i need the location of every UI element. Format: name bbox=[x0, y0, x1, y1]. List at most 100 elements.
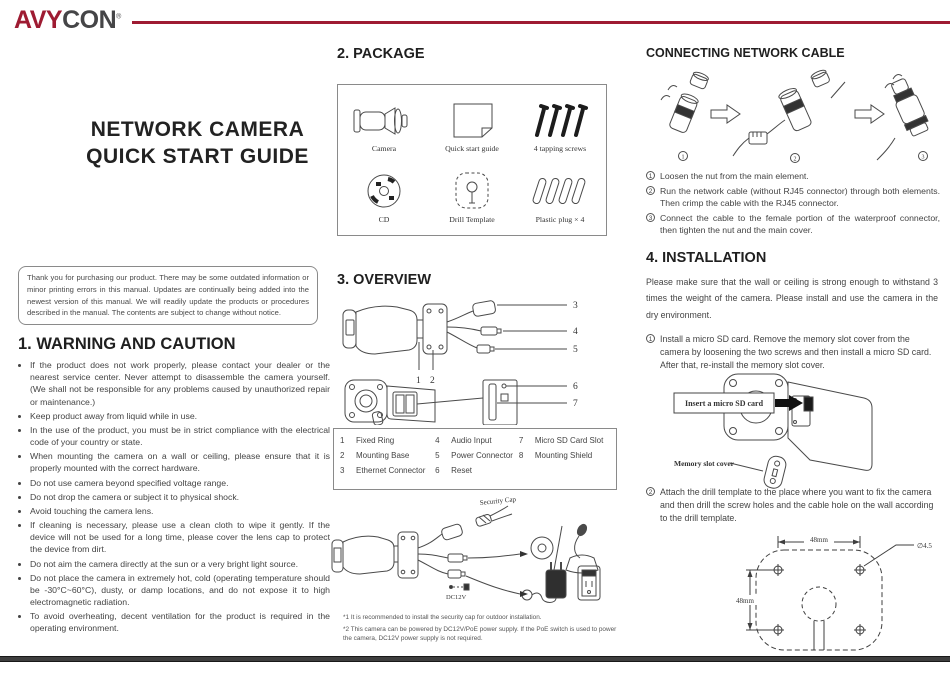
overview-callout-7: 7 bbox=[573, 399, 578, 409]
warning-item: When mounting the camera on a wall or ce… bbox=[30, 450, 330, 474]
step-number: 2 bbox=[646, 487, 655, 496]
brand-rule bbox=[132, 21, 950, 24]
part-num: 7 bbox=[518, 436, 524, 445]
part-num: 3 bbox=[340, 466, 345, 475]
warning-item: Do not place the camera in extremely hot… bbox=[30, 572, 330, 609]
doc-title-line1: NETWORK CAMERA bbox=[90, 118, 305, 141]
part-label: Fixed Ring bbox=[356, 436, 395, 445]
warning-item: In the use of the product, you must be i… bbox=[30, 424, 330, 448]
footnote-1: *1 It is recommended to install the secu… bbox=[343, 614, 542, 621]
slot-cover-label: Memory slot cover bbox=[674, 459, 735, 468]
package-item: 4 tapping screws bbox=[528, 97, 592, 153]
step-text: Run the network cable (without RJ45 conn… bbox=[660, 185, 940, 209]
sd-card-label: Insert a micro SD card bbox=[685, 399, 764, 408]
table-row: 7 Micro SD Card Slot bbox=[519, 436, 610, 445]
cable-steps-list: 1 Loosen the nut from the main element. … bbox=[646, 170, 940, 239]
installation-step-1: 1 Install a micro SD card. Remove the me… bbox=[646, 333, 940, 375]
warning-heading: 1. WARNING AND CAUTION bbox=[18, 335, 236, 353]
package-item-label: 4 tapping screws bbox=[533, 143, 587, 153]
dc12v-label: DC12V bbox=[446, 594, 467, 601]
stage-marker-1: 1 bbox=[682, 155, 685, 161]
drill-dim-vertical: 48mm bbox=[736, 597, 754, 605]
installation-step-2: 2 Attach the drill template to the place… bbox=[646, 486, 940, 528]
part-num: 5 bbox=[435, 451, 440, 460]
part-label: Mounting Base bbox=[356, 451, 410, 460]
step-text: Attach the drill template to the place w… bbox=[660, 487, 934, 524]
part-label: Ethernet Connector bbox=[356, 466, 426, 475]
package-box: Camera Quick start guide bbox=[337, 84, 607, 236]
part-label: Micro SD Card Slot bbox=[534, 436, 604, 445]
part-num: 1 bbox=[340, 436, 345, 445]
package-item: Camera bbox=[352, 97, 416, 153]
overview-callout-6: 6 bbox=[573, 382, 578, 392]
warning-list: If the product does not work properly, p… bbox=[18, 359, 330, 637]
overview-diagram: 1 2 3 4 5 6 7 bbox=[342, 300, 578, 425]
installation-intro: Please make sure that the wall or ceilin… bbox=[646, 277, 938, 320]
part-num: 8 bbox=[518, 451, 524, 460]
package-item-label: Camera bbox=[371, 143, 397, 153]
package-item-label: CD bbox=[378, 214, 390, 224]
drill-dim-horizontal: 48mm bbox=[810, 536, 828, 544]
sd-install-diagram: Insert a micro SD card Memory slot cover bbox=[673, 373, 873, 489]
security-cap-label: Security Cap bbox=[479, 496, 516, 507]
package-heading: 2. PACKAGE bbox=[337, 46, 425, 62]
warning-item: If cleaning is necessary, please use a c… bbox=[30, 519, 330, 556]
tapping-screws-icon bbox=[535, 103, 588, 137]
table-row: 5 Power Connector bbox=[435, 451, 515, 460]
brand-logo-primary: AVY bbox=[14, 6, 63, 34]
overview-callout-1: 1 bbox=[416, 376, 421, 386]
stage-marker-2: 2 bbox=[794, 157, 797, 163]
step-text: Connect the cable to the female portion … bbox=[660, 212, 940, 236]
step-number: 1 bbox=[646, 171, 655, 180]
doc-title-line2: QUICK START GUIDE bbox=[86, 145, 309, 169]
step-text: Loosen the nut from the main element. bbox=[660, 171, 809, 181]
footnote-2: *2 This camera can be powered by DC12V/P… bbox=[343, 625, 617, 643]
part-label: Power Connector bbox=[451, 451, 513, 460]
cable-step: 1 Loosen the nut from the main element. bbox=[646, 170, 940, 183]
cd-icon bbox=[367, 174, 401, 207]
part-num: 4 bbox=[435, 436, 440, 445]
overview-callout-5: 5 bbox=[573, 345, 578, 355]
step-number: 1 bbox=[646, 334, 655, 343]
package-item: Plastic plug × 4 bbox=[528, 168, 592, 224]
part-label: Reset bbox=[451, 466, 473, 475]
package-item: Quick start guide bbox=[440, 97, 504, 153]
registered-mark: ® bbox=[116, 13, 121, 21]
package-item: CD bbox=[352, 168, 416, 224]
overview-callout-4: 4 bbox=[573, 327, 578, 337]
cable-step: 2 Run the network cable (without RJ45 co… bbox=[646, 185, 940, 210]
installation-heading: 4. INSTALLATION bbox=[646, 250, 767, 266]
bottom-bar bbox=[0, 656, 950, 662]
part-label: Mounting Shield bbox=[534, 451, 593, 460]
footnotes: *1 It is recommended to install the secu… bbox=[343, 613, 623, 646]
warning-item: If the product does not work properly, p… bbox=[30, 359, 330, 408]
warning-item: Do not aim the camera directly at the su… bbox=[30, 558, 330, 570]
table-row: 8 Mounting Shield bbox=[519, 451, 610, 460]
warning-item: Do not drop the camera or subject it to … bbox=[30, 491, 330, 503]
warning-item: Keep product away from liquid while in u… bbox=[30, 410, 330, 422]
drill-hole-diameter: ∅4.5 bbox=[917, 542, 932, 550]
step-text: Install a micro SD card. Remove the memo… bbox=[660, 334, 932, 371]
plastic-plug-icon bbox=[532, 177, 586, 204]
warning-item: Do not use camera beyond specified volta… bbox=[30, 477, 330, 489]
overview-callout-2: 2 bbox=[430, 376, 435, 386]
table-row: 6 Reset bbox=[435, 466, 515, 475]
package-item: Drill Template bbox=[440, 168, 504, 224]
cable-steps-diagram: 1 2 3 bbox=[660, 69, 929, 163]
package-item-label: Drill Template bbox=[449, 214, 495, 224]
part-num: 6 bbox=[435, 466, 440, 475]
brand-logo-secondary: CON bbox=[62, 6, 117, 34]
package-item-label: Plastic plug × 4 bbox=[535, 214, 585, 224]
drill-template-diagram: 48mm 48mm ∅4.5 bbox=[734, 534, 932, 651]
table-row: 3 Ethernet Connector bbox=[340, 466, 431, 475]
step-number: 2 bbox=[646, 185, 655, 195]
warning-item: Avoid touching the camera lens. bbox=[30, 505, 330, 517]
step-number: 3 bbox=[646, 212, 655, 222]
warning-item: To avoid overheating, decent ventilation… bbox=[30, 610, 330, 634]
stage-marker-3: 3 bbox=[922, 155, 925, 161]
overview-heading: 3. OVERVIEW bbox=[337, 272, 432, 288]
doc-title: NETWORK CAMERA QUICK START GUIDE bbox=[75, 116, 320, 171]
